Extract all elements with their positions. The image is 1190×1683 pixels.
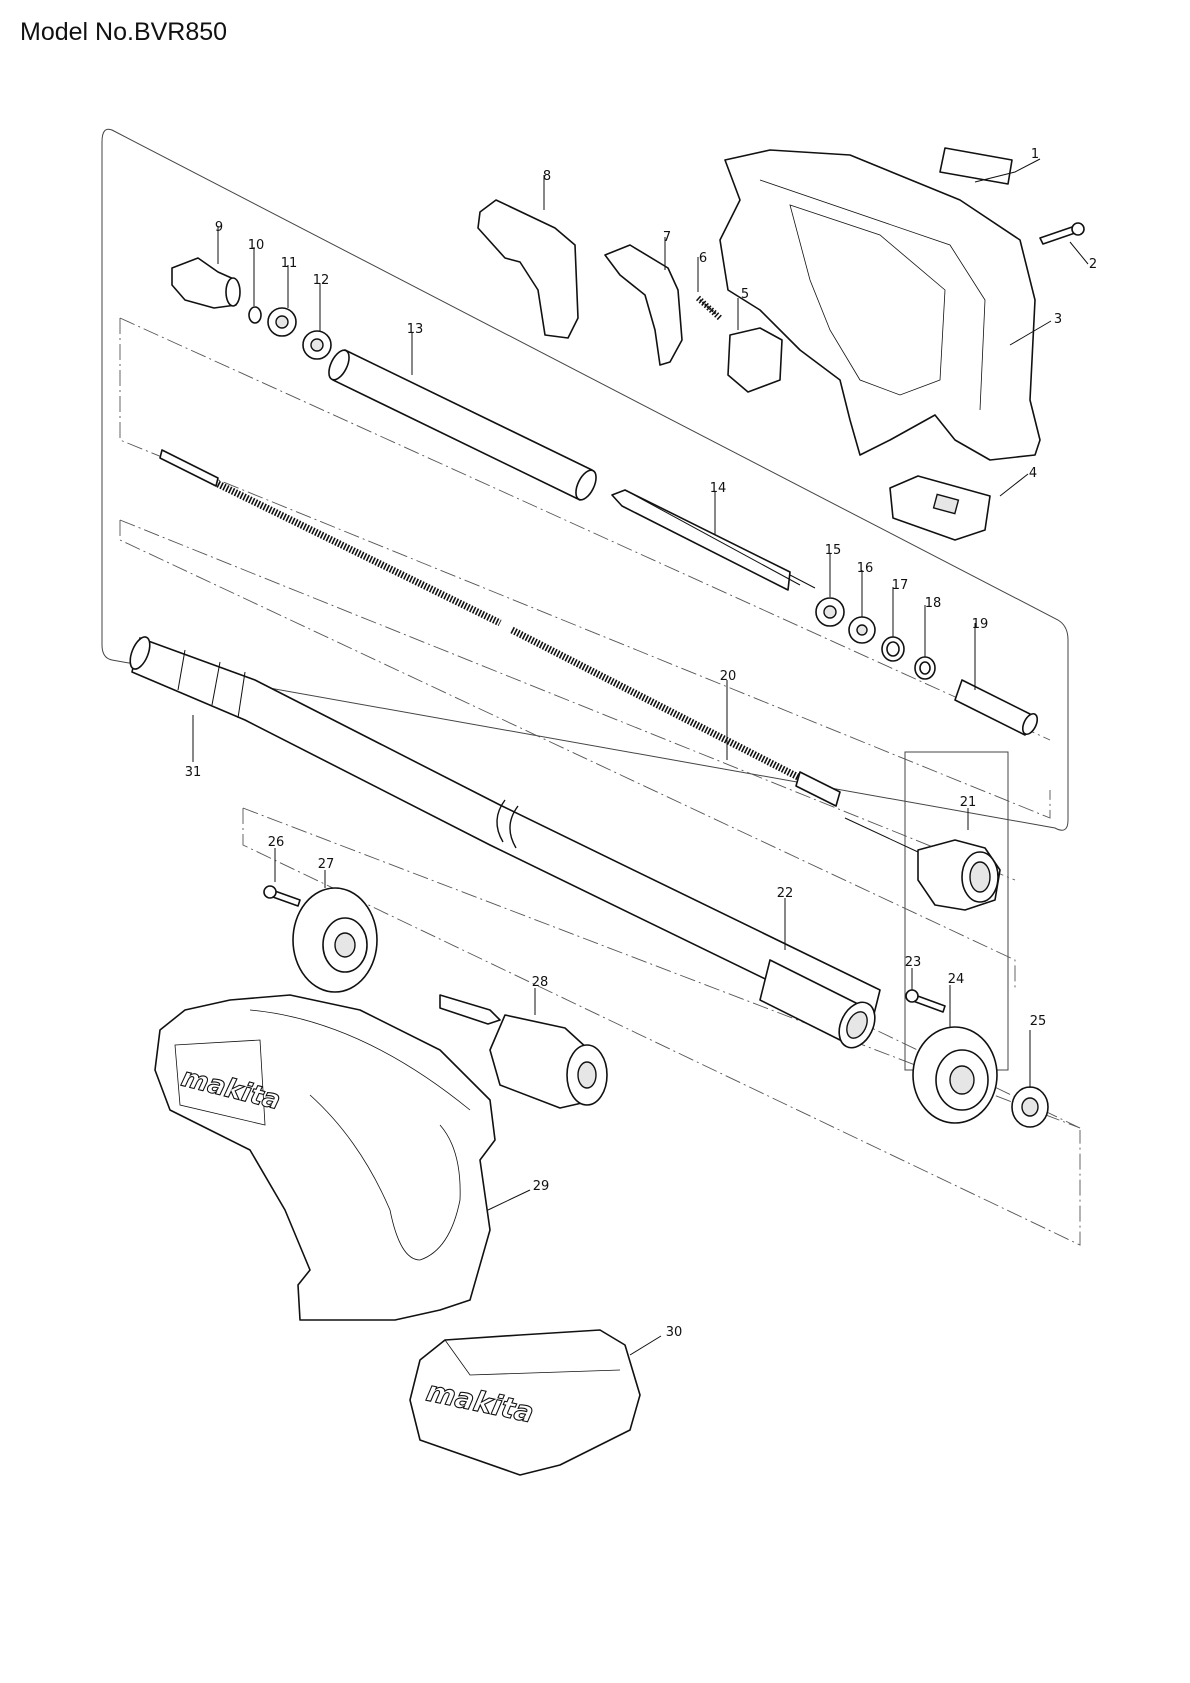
part-9-nozzle [171, 257, 237, 309]
part-number-4: 4 [1029, 466, 1037, 481]
model-title: Model No.BVR850 [20, 18, 228, 46]
part-number-11: 11 [281, 256, 298, 271]
group-outlines [101, 128, 1069, 1071]
part-number-29: 29 [533, 1179, 550, 1194]
part-3-housing [719, 149, 1041, 461]
part-number-12: 12 [313, 273, 330, 288]
leader-lines [192, 158, 1089, 1356]
part-number-labels: 1 2 3 4 5 6 7 8 9 10 11 12 13 14 15 16 1… [185, 147, 1097, 1340]
part-number-6: 6 [699, 251, 707, 266]
part-number-15: 15 [825, 543, 842, 558]
part-number-1: 1 [1031, 147, 1039, 162]
part-number-21: 21 [960, 795, 977, 810]
part-8-hook [477, 199, 579, 339]
part-number-25: 25 [1030, 1014, 1047, 1029]
part-drawings: makita makita [129, 147, 1085, 1476]
part-6-spring [699, 299, 717, 315]
part-number-17: 17 [892, 578, 909, 593]
part-29-handle-housing [154, 994, 496, 1321]
part-number-8: 8 [543, 169, 551, 184]
part-number-13: 13 [407, 322, 424, 337]
upper-assembly-outline [101, 128, 1069, 831]
part-30-battery-cover [409, 1329, 641, 1476]
part-29-logo-panel [174, 1039, 266, 1126]
part-number-2: 2 [1089, 257, 1097, 272]
part-number-10: 10 [248, 238, 265, 253]
part-number-9: 9 [215, 220, 223, 235]
part-5-switch [727, 327, 783, 393]
alignment-lines [119, 317, 1081, 1246]
part-7-trigger [604, 244, 683, 366]
part-14-shaft [611, 489, 791, 591]
part-19-sleeve [954, 679, 1033, 736]
part-28-motor [439, 994, 501, 1025]
part-1-nameplate [939, 147, 1013, 185]
part-number-27: 27 [318, 857, 335, 872]
part-number-3: 3 [1054, 312, 1062, 327]
part-number-24: 24 [948, 972, 965, 987]
part-number-16: 16 [857, 561, 874, 576]
part-number-28: 28 [532, 975, 549, 990]
part-number-22: 22 [777, 886, 794, 901]
part-20-flexible-shaft [159, 449, 219, 487]
part-13-tube [332, 349, 593, 501]
part-number-14: 14 [710, 481, 727, 496]
part-number-18: 18 [925, 596, 942, 611]
part-number-5: 5 [741, 287, 749, 302]
part-number-7: 7 [663, 230, 671, 245]
lower-assembly-outline [904, 751, 1009, 1071]
part-number-20: 20 [720, 669, 737, 684]
part-number-23: 23 [905, 955, 922, 970]
part-number-19: 19 [972, 617, 989, 632]
part-10-ring [248, 306, 262, 324]
part-number-31: 31 [185, 765, 202, 780]
part-number-30: 30 [666, 1325, 683, 1340]
part-number-26: 26 [268, 835, 285, 850]
